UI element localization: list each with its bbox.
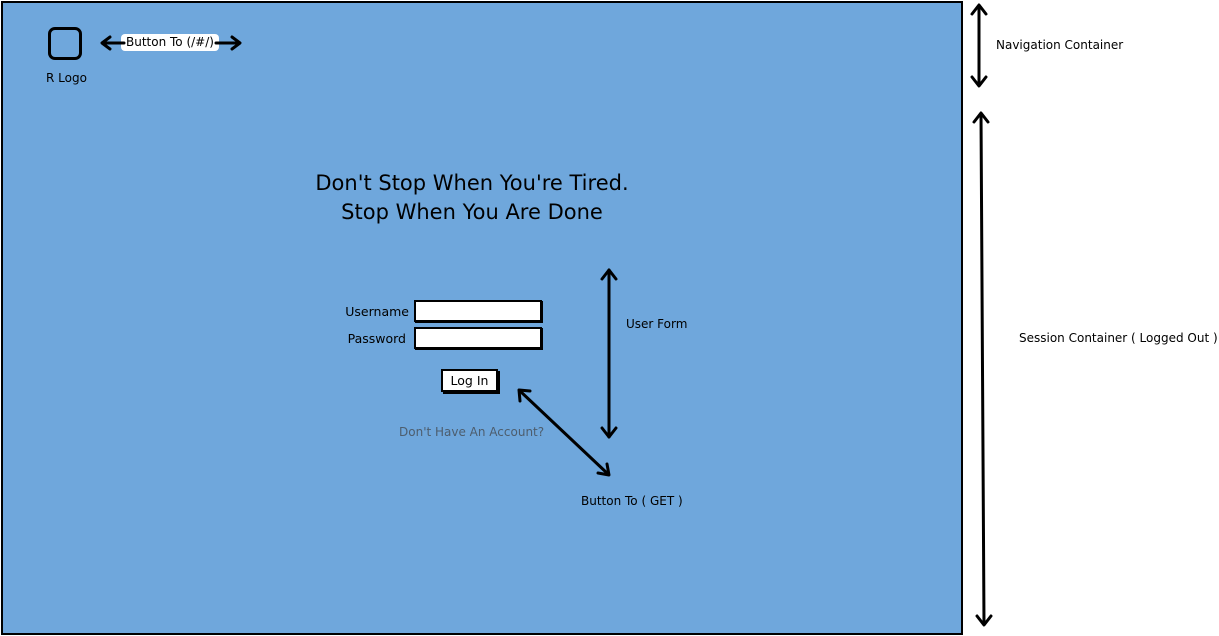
- home-button-annotation: Button To (/#/): [121, 34, 219, 51]
- signup-link[interactable]: Don't Have An Account?: [399, 425, 545, 439]
- get-button-arrow: [517, 388, 611, 477]
- page-headline: Don't Stop When You're Tired. Stop When …: [260, 169, 684, 227]
- session-container-arrow: [972, 111, 993, 627]
- session-container-annotation: Session Container ( Logged Out ): [1019, 331, 1218, 345]
- user-form-arrow: [600, 268, 618, 439]
- get-button-annotation: Button To ( GET ): [581, 494, 683, 508]
- nav-button-arrow: [100, 35, 242, 51]
- headline-line-2: Stop When You Are Done: [341, 200, 603, 224]
- password-input[interactable]: [414, 327, 542, 349]
- login-button[interactable]: Log In: [441, 369, 498, 392]
- username-label: Username: [345, 304, 409, 319]
- logo-label: R Logo: [46, 71, 87, 85]
- password-label: Password: [347, 331, 406, 346]
- user-form-annotation: User Form: [626, 317, 688, 331]
- username-input[interactable]: [414, 300, 542, 322]
- nav-container-arrow: [970, 3, 988, 88]
- headline-line-1: Don't Stop When You're Tired.: [315, 171, 629, 195]
- nav-container-annotation: Navigation Container: [996, 38, 1124, 52]
- logo-icon[interactable]: [48, 27, 82, 60]
